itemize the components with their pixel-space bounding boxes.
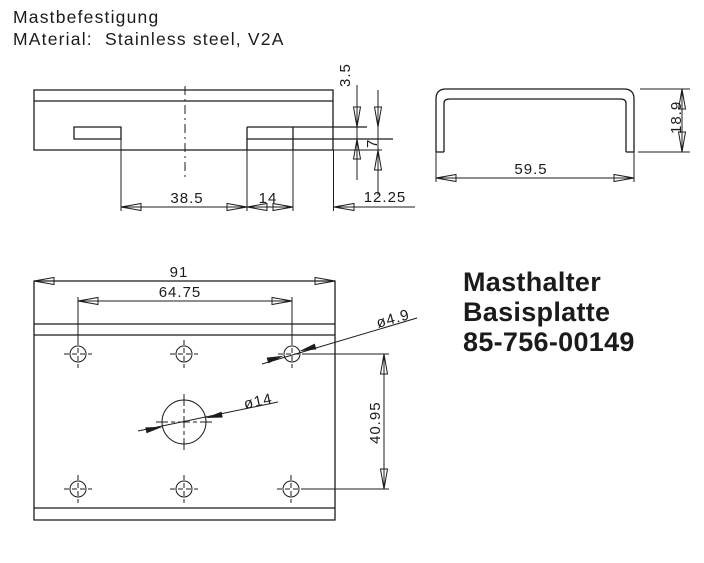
dim-59-5-label: 59.5 <box>514 161 547 178</box>
dim-38-5-label: 38.5 <box>170 190 203 207</box>
dim-91-label: 91 <box>170 264 189 281</box>
dim-7-label: 7 <box>364 139 381 148</box>
dim-40-95-label: 40.95 <box>367 401 384 444</box>
component-name-text: Basisplatte <box>463 297 610 327</box>
plan-view-dimension-lines <box>33 276 389 490</box>
profile-view-outline <box>435 88 635 153</box>
hole-bottom-left <box>64 475 92 503</box>
side-view: 38.5 14 12.25 3.5 7 <box>33 63 415 212</box>
hole-bottom-center <box>170 475 198 503</box>
side-view-dimension-lines <box>120 85 415 212</box>
dim-64-75-label: 64.75 <box>159 284 202 301</box>
title-block: Masthalter Basisplatte 85-756-00149 <box>463 267 635 357</box>
center-hole <box>156 394 212 450</box>
plan-view-outline <box>33 280 336 521</box>
center-hole-leader <box>137 401 279 434</box>
side-view-outline <box>33 89 393 151</box>
dim-small-hole-label: ø4.9 <box>374 306 411 332</box>
part-number-text: 85-756-00149 <box>463 327 635 357</box>
hole-bottom-right <box>277 475 305 503</box>
plan-view: 91 64.75 40.95 ø4.9 ø14 <box>33 264 418 521</box>
mounting-holes <box>64 340 306 503</box>
product-name-text: Masthalter <box>463 267 601 297</box>
hole-top-right <box>278 340 306 368</box>
side-view-left-slot <box>73 126 122 140</box>
dim-18-9-label: 18.9 <box>668 101 685 134</box>
small-hole-leader <box>261 317 418 365</box>
material-note-text: MAterial: Stainless steel, V2A <box>13 29 285 49</box>
drawing-title-text: Mastbefestigung <box>13 7 159 27</box>
dim-center-hole-label: ø14 <box>242 390 274 413</box>
profile-view-dimension-lines <box>435 88 690 183</box>
header-notes: Mastbefestigung MAterial: Stainless stee… <box>13 7 285 49</box>
dim-14-label: 14 <box>259 190 278 207</box>
dim-3-5-label: 3.5 <box>337 63 354 87</box>
dim-12-25-label: 12.25 <box>364 189 407 206</box>
hole-top-center <box>170 340 198 368</box>
profile-view: 59.5 18.9 <box>435 88 690 183</box>
